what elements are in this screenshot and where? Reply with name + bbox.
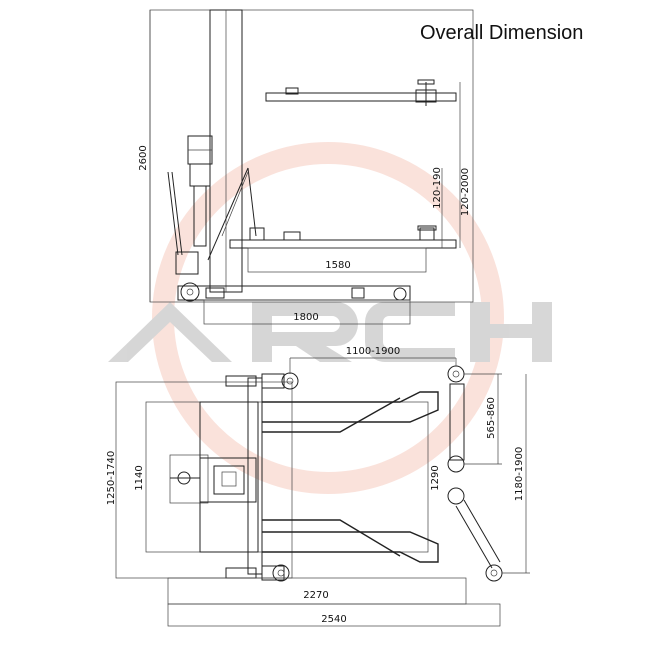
top-column	[247, 377, 263, 575]
swing-arm-right	[447, 365, 503, 582]
base-frame	[177, 285, 411, 301]
drawing-title: Overall Dimension	[420, 22, 584, 44]
upper-arm	[265, 79, 457, 106]
motor-unit	[187, 135, 213, 247]
front-wheel	[180, 282, 200, 302]
dim-arm-span: 1580	[325, 260, 350, 271]
dim-lift-range-2: 120-2000	[460, 168, 471, 216]
lower-arm	[229, 225, 457, 249]
dim-lift-range-1: 120-190	[432, 167, 443, 209]
dim-length-1: 2270	[303, 590, 328, 601]
dim-length-2: 2540	[321, 614, 346, 625]
top-view: 1100-1900 565-860 1180-1900 1250-1740 11…	[106, 346, 530, 627]
control-box	[170, 457, 257, 503]
dim-base-length: 1800	[293, 312, 318, 323]
dim-arm-offset: 565-860	[486, 397, 497, 439]
watermark-ring	[152, 142, 504, 494]
dim-inner-width-range: 1250-1740	[106, 451, 117, 506]
dim-outer-width: 1180-1900	[514, 447, 525, 502]
dim-height: 2600	[138, 145, 149, 170]
base-legs	[262, 391, 439, 563]
dim-box-length-2	[167, 603, 501, 627]
dim-frame-width: 1290	[430, 465, 441, 490]
watermark-logo	[108, 142, 552, 494]
dim-arm-reach: 1100-1900	[346, 346, 401, 357]
dim-inner-width: 1140	[134, 465, 145, 490]
arm-upper-left	[225, 372, 299, 390]
brace-left	[207, 167, 249, 261]
dim-box-arm-span	[247, 247, 427, 273]
arm-lower-left	[225, 564, 290, 582]
brace-right	[247, 167, 257, 237]
dim-box-base-length	[203, 299, 411, 325]
pump-handle	[167, 171, 199, 275]
side-view: 2600 120-190 120-2000 1580 1800	[138, 9, 474, 325]
